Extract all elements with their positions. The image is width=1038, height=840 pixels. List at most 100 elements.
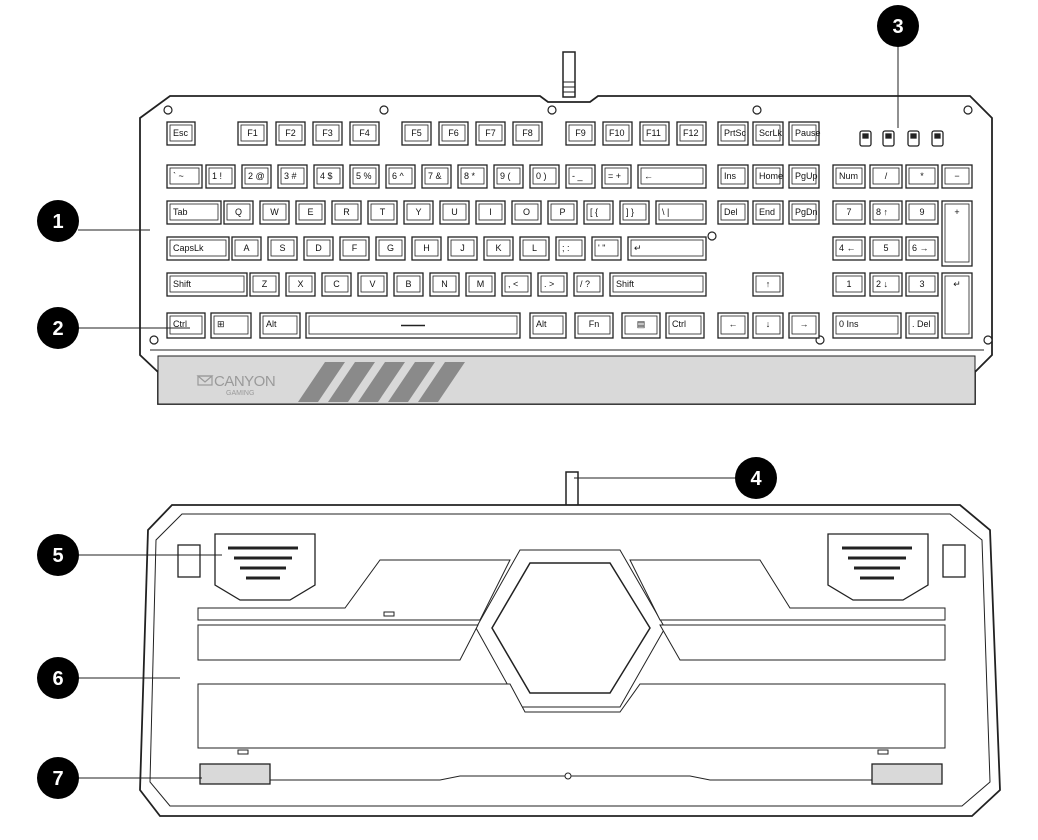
key-v[interactable]: V (357, 272, 388, 297)
key-u[interactable]: U (439, 200, 470, 225)
key-r5c9[interactable]: ↓ (752, 312, 784, 339)
key-e[interactable]: E (295, 200, 326, 225)
key-2[interactable]: 2 @ (241, 164, 272, 189)
key-1[interactable]: 1 ! (205, 164, 236, 189)
key-f12[interactable]: F12 (676, 121, 707, 146)
key-r4c10[interactable]: / ? (573, 272, 604, 297)
key-z[interactable]: Z (249, 272, 280, 297)
key-r2c20[interactable]: + (941, 200, 973, 267)
key-alt[interactable]: Alt (529, 312, 567, 339)
key-b[interactable]: B (393, 272, 424, 297)
key-pgdn[interactable]: PgDn (788, 200, 820, 225)
key-t[interactable]: T (367, 200, 398, 225)
key-prtsc[interactable]: PrtSc (717, 121, 749, 146)
key-end[interactable]: End (752, 200, 784, 225)
key-r5c6[interactable]: ▤ (621, 312, 661, 339)
key-f10[interactable]: F10 (602, 121, 633, 146)
key-w[interactable]: W (259, 200, 290, 225)
key-f5[interactable]: F5 (401, 121, 432, 146)
key-9[interactable]: 9 (905, 200, 939, 225)
key-scrlk[interactable]: ScrLk (752, 121, 784, 146)
key-f8[interactable]: F8 (512, 121, 543, 146)
key-r4c9[interactable]: . > (537, 272, 568, 297)
key-del[interactable]: . Del (905, 312, 939, 339)
key-r1c19[interactable]: * (905, 164, 939, 189)
key-1[interactable]: 1 (832, 272, 866, 297)
key-7[interactable]: 7 & (421, 164, 452, 189)
key-r5c10[interactable]: → (788, 312, 820, 339)
key-f6[interactable]: F6 (438, 121, 469, 146)
key-a[interactable]: A (231, 236, 262, 261)
key-r[interactable]: R (331, 200, 362, 225)
key-i[interactable]: I (475, 200, 506, 225)
key-l[interactable]: L (519, 236, 550, 261)
key-capslk[interactable]: CapsLk (166, 236, 230, 261)
key-r1c18[interactable]: / (869, 164, 903, 189)
key-6[interactable]: 6 ^ (385, 164, 416, 189)
key-esc[interactable]: Esc (166, 121, 196, 146)
key-r5c8[interactable]: ← (717, 312, 749, 339)
key-m[interactable]: M (465, 272, 496, 297)
key-fn[interactable]: Fn (574, 312, 614, 339)
key-g[interactable]: G (375, 236, 406, 261)
key-7[interactable]: 7 (832, 200, 866, 225)
key-f7[interactable]: F7 (475, 121, 506, 146)
key-f3[interactable]: F3 (312, 121, 343, 146)
key-0[interactable]: 0 ) (529, 164, 560, 189)
key-r1c0[interactable]: ` ~ (166, 164, 203, 189)
key-alt[interactable]: Alt (259, 312, 301, 339)
key-y[interactable]: Y (403, 200, 434, 225)
key-4[interactable]: 4 $ (313, 164, 344, 189)
key-del[interactable]: Del (717, 200, 749, 225)
key-f1[interactable]: F1 (237, 121, 268, 146)
key-num[interactable]: Num (832, 164, 866, 189)
key-r3c12[interactable]: ↵ (627, 236, 707, 261)
key-tab[interactable]: Tab (166, 200, 222, 225)
key-j[interactable]: J (447, 236, 478, 261)
key-r1c13[interactable]: ← (637, 164, 707, 189)
key-r3c11[interactable]: ' " (591, 236, 622, 261)
key-f2[interactable]: F2 (275, 121, 306, 146)
key-shift[interactable]: Shift (166, 272, 248, 297)
key-2[interactable]: 2 ↓ (869, 272, 903, 297)
key-ctrl[interactable]: Ctrl (665, 312, 705, 339)
key-ins[interactable]: Ins (717, 164, 749, 189)
key-r3c10[interactable]: ; : (555, 236, 586, 261)
key-r4c8[interactable]: , < (501, 272, 532, 297)
key-r5c3[interactable] (305, 312, 521, 339)
key-8[interactable]: 8 ↑ (869, 200, 903, 225)
key-r2c12[interactable]: ] } (619, 200, 650, 225)
key-x[interactable]: X (285, 272, 316, 297)
key-5[interactable]: 5 (869, 236, 903, 261)
key-r5c1[interactable]: ⊞ (210, 312, 252, 339)
key-r2c13[interactable]: \ | (655, 200, 707, 225)
key-k[interactable]: K (483, 236, 514, 261)
key-ctrl[interactable]: Ctrl (166, 312, 206, 339)
key-pause[interactable]: Pause (788, 121, 821, 146)
key-pgup[interactable]: PgUp (788, 164, 820, 189)
key-f9[interactable]: F9 (565, 121, 596, 146)
key-r1c20[interactable]: − (941, 164, 973, 189)
key-r4c12[interactable]: ↑ (752, 272, 784, 297)
key-d[interactable]: D (303, 236, 334, 261)
key-3[interactable]: 3 (905, 272, 939, 297)
key-q[interactable]: Q (223, 200, 254, 225)
key-f4[interactable]: F4 (349, 121, 380, 146)
key-c[interactable]: C (321, 272, 352, 297)
key-p[interactable]: P (547, 200, 578, 225)
key-shift[interactable]: Shift (609, 272, 707, 297)
key-0-ins[interactable]: 0 Ins (832, 312, 902, 339)
key-o[interactable]: O (511, 200, 542, 225)
key-8[interactable]: 8 * (457, 164, 488, 189)
key-h[interactable]: H (411, 236, 442, 261)
key-r1c12[interactable]: = + (601, 164, 632, 189)
key-n[interactable]: N (429, 272, 460, 297)
key-r1c11[interactable]: - _ (565, 164, 596, 189)
key-3[interactable]: 3 # (277, 164, 308, 189)
key-6[interactable]: 6 → (905, 236, 939, 261)
key-s[interactable]: S (267, 236, 298, 261)
key-r2c11[interactable]: [ { (583, 200, 614, 225)
key-4[interactable]: 4 ← (832, 236, 866, 261)
key-f[interactable]: F (339, 236, 370, 261)
key-home[interactable]: Home (752, 164, 784, 189)
